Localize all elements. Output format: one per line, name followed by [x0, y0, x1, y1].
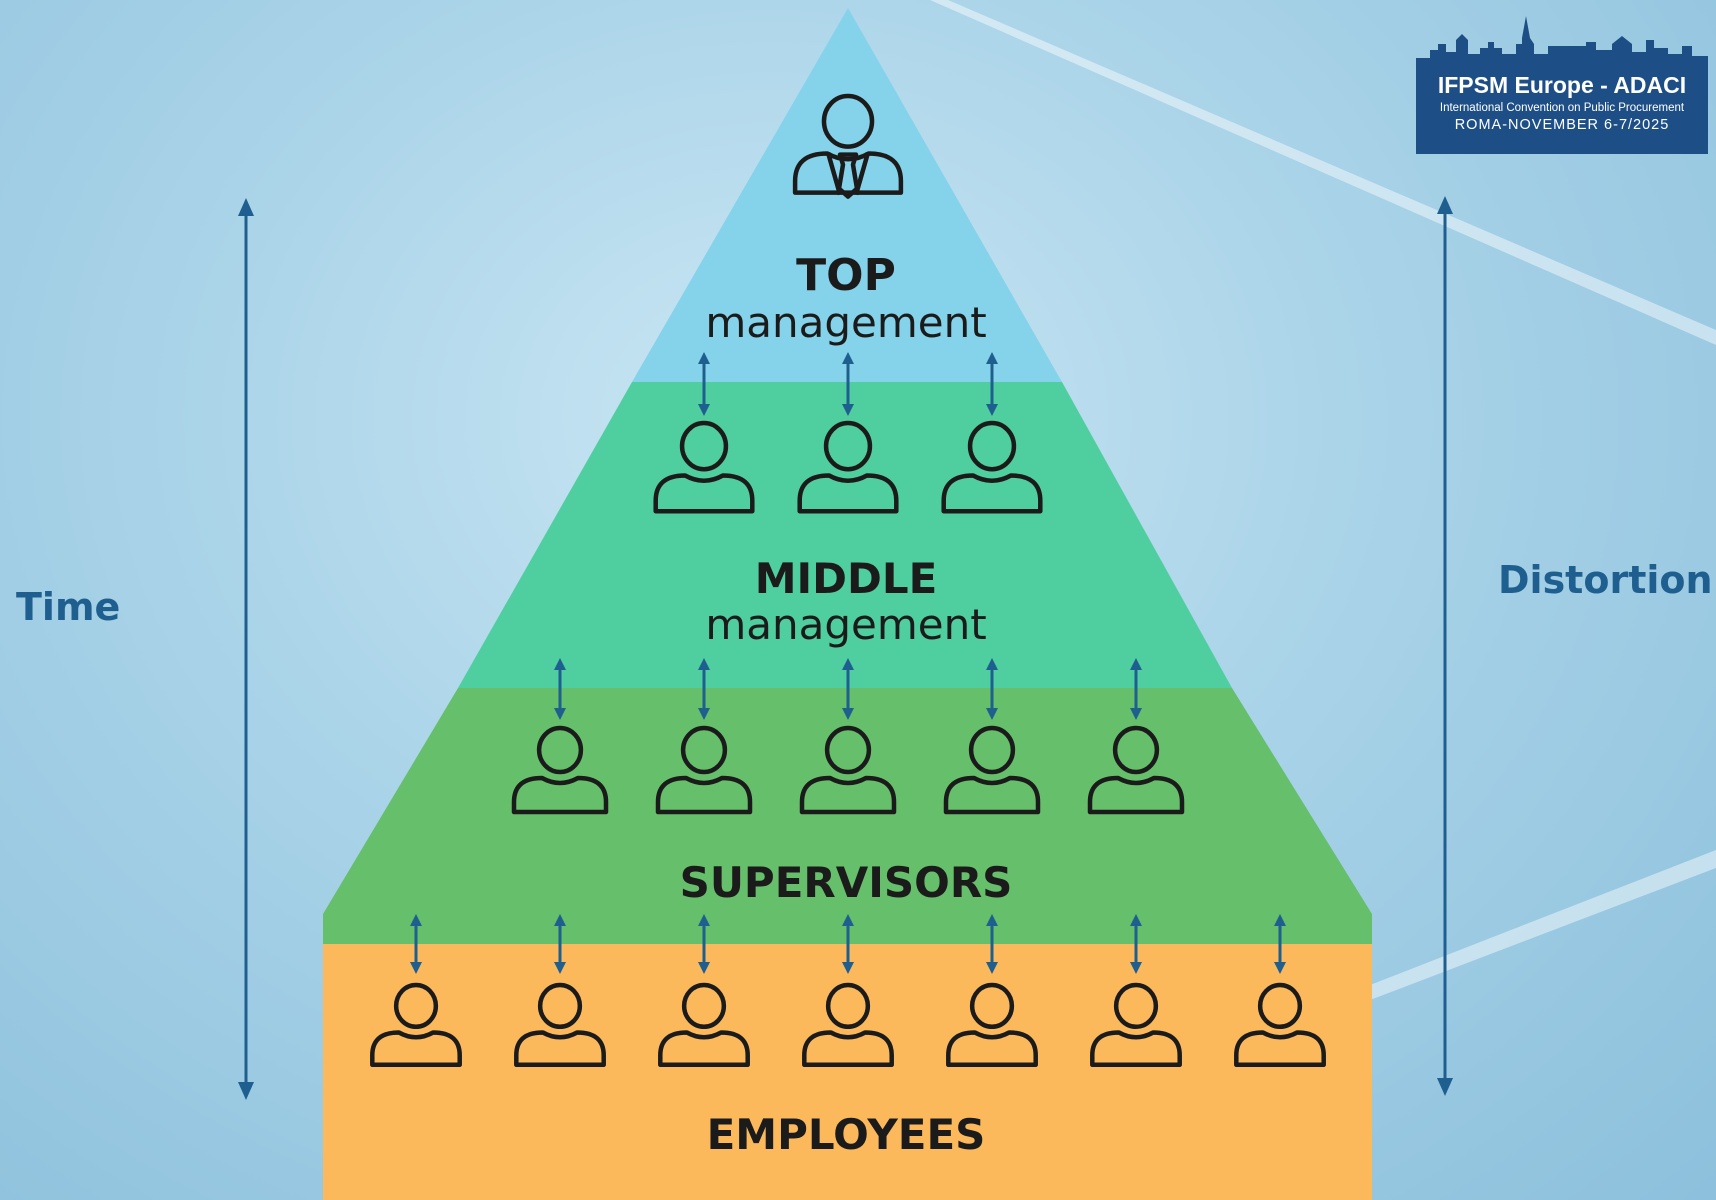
supervisor-icon — [799, 725, 897, 815]
employee-icon — [370, 982, 462, 1068]
link-arrow — [986, 352, 998, 416]
link-arrow — [554, 914, 566, 974]
middle-manager-icon — [653, 420, 755, 514]
middle-title: MIDDLE — [754, 554, 938, 603]
ifpsm-adaci-logo: IFPSM Europe - ADACI International Conve… — [1416, 14, 1708, 154]
logo-title: IFPSM Europe - ADACI — [1437, 72, 1687, 98]
link-arrow — [410, 914, 422, 974]
background-streak — [1370, 850, 1716, 1000]
supervisor-icon — [655, 725, 753, 815]
supervisors-label: SUPERVISORS — [679, 858, 1013, 907]
middle-management-band — [458, 382, 1232, 688]
middle-manager-icon — [797, 420, 899, 514]
supervisor-icon — [943, 725, 1041, 815]
rome-skyline-icon — [1416, 16, 1708, 74]
logo-subtitle: International Convention on Public Procu… — [1439, 102, 1685, 114]
top-management-label: TOP management — [596, 250, 1096, 348]
employee-icon — [1090, 982, 1182, 1068]
employees-band — [323, 944, 1372, 1200]
link-arrow — [986, 658, 998, 720]
employee-icon — [1234, 982, 1326, 1068]
middle-management-label: MIDDLE management — [596, 554, 1096, 650]
time-label: Time — [16, 585, 121, 629]
link-arrow — [698, 352, 710, 416]
employee-icon — [514, 982, 606, 1068]
link-arrow — [842, 658, 854, 720]
top-title: TOP — [796, 250, 896, 301]
employees-label: EMPLOYEES — [706, 1110, 986, 1159]
link-arrow — [986, 914, 998, 974]
time-axis-arrow — [238, 198, 254, 1100]
link-arrow — [842, 914, 854, 974]
link-arrow — [1274, 914, 1286, 974]
supervisors-band — [323, 688, 1372, 944]
supervisor-icon — [1087, 725, 1185, 815]
link-arrow — [698, 658, 710, 720]
link-arrow — [1130, 658, 1142, 720]
employee-icon — [946, 982, 1038, 1068]
top-manager-icon — [792, 93, 904, 199]
background-streak — [930, 0, 1716, 345]
link-arrow — [842, 352, 854, 416]
supervisor-icon — [511, 725, 609, 815]
top-subtitle: management — [705, 298, 987, 348]
distortion-label: Distortion — [1498, 558, 1713, 602]
link-arrow — [698, 914, 710, 974]
link-arrow — [1130, 914, 1142, 974]
middle-manager-icon — [941, 420, 1043, 514]
logo-box: IFPSM Europe - ADACI International Conve… — [1416, 70, 1708, 154]
middle-subtitle: management — [705, 600, 987, 650]
employee-icon — [658, 982, 750, 1068]
distortion-axis-arrow — [1437, 196, 1453, 1096]
logo-tagline: ROMA-NOVEMBER 6-7/2025 — [1454, 117, 1670, 133]
employee-icon — [802, 982, 894, 1068]
link-arrow — [554, 658, 566, 720]
